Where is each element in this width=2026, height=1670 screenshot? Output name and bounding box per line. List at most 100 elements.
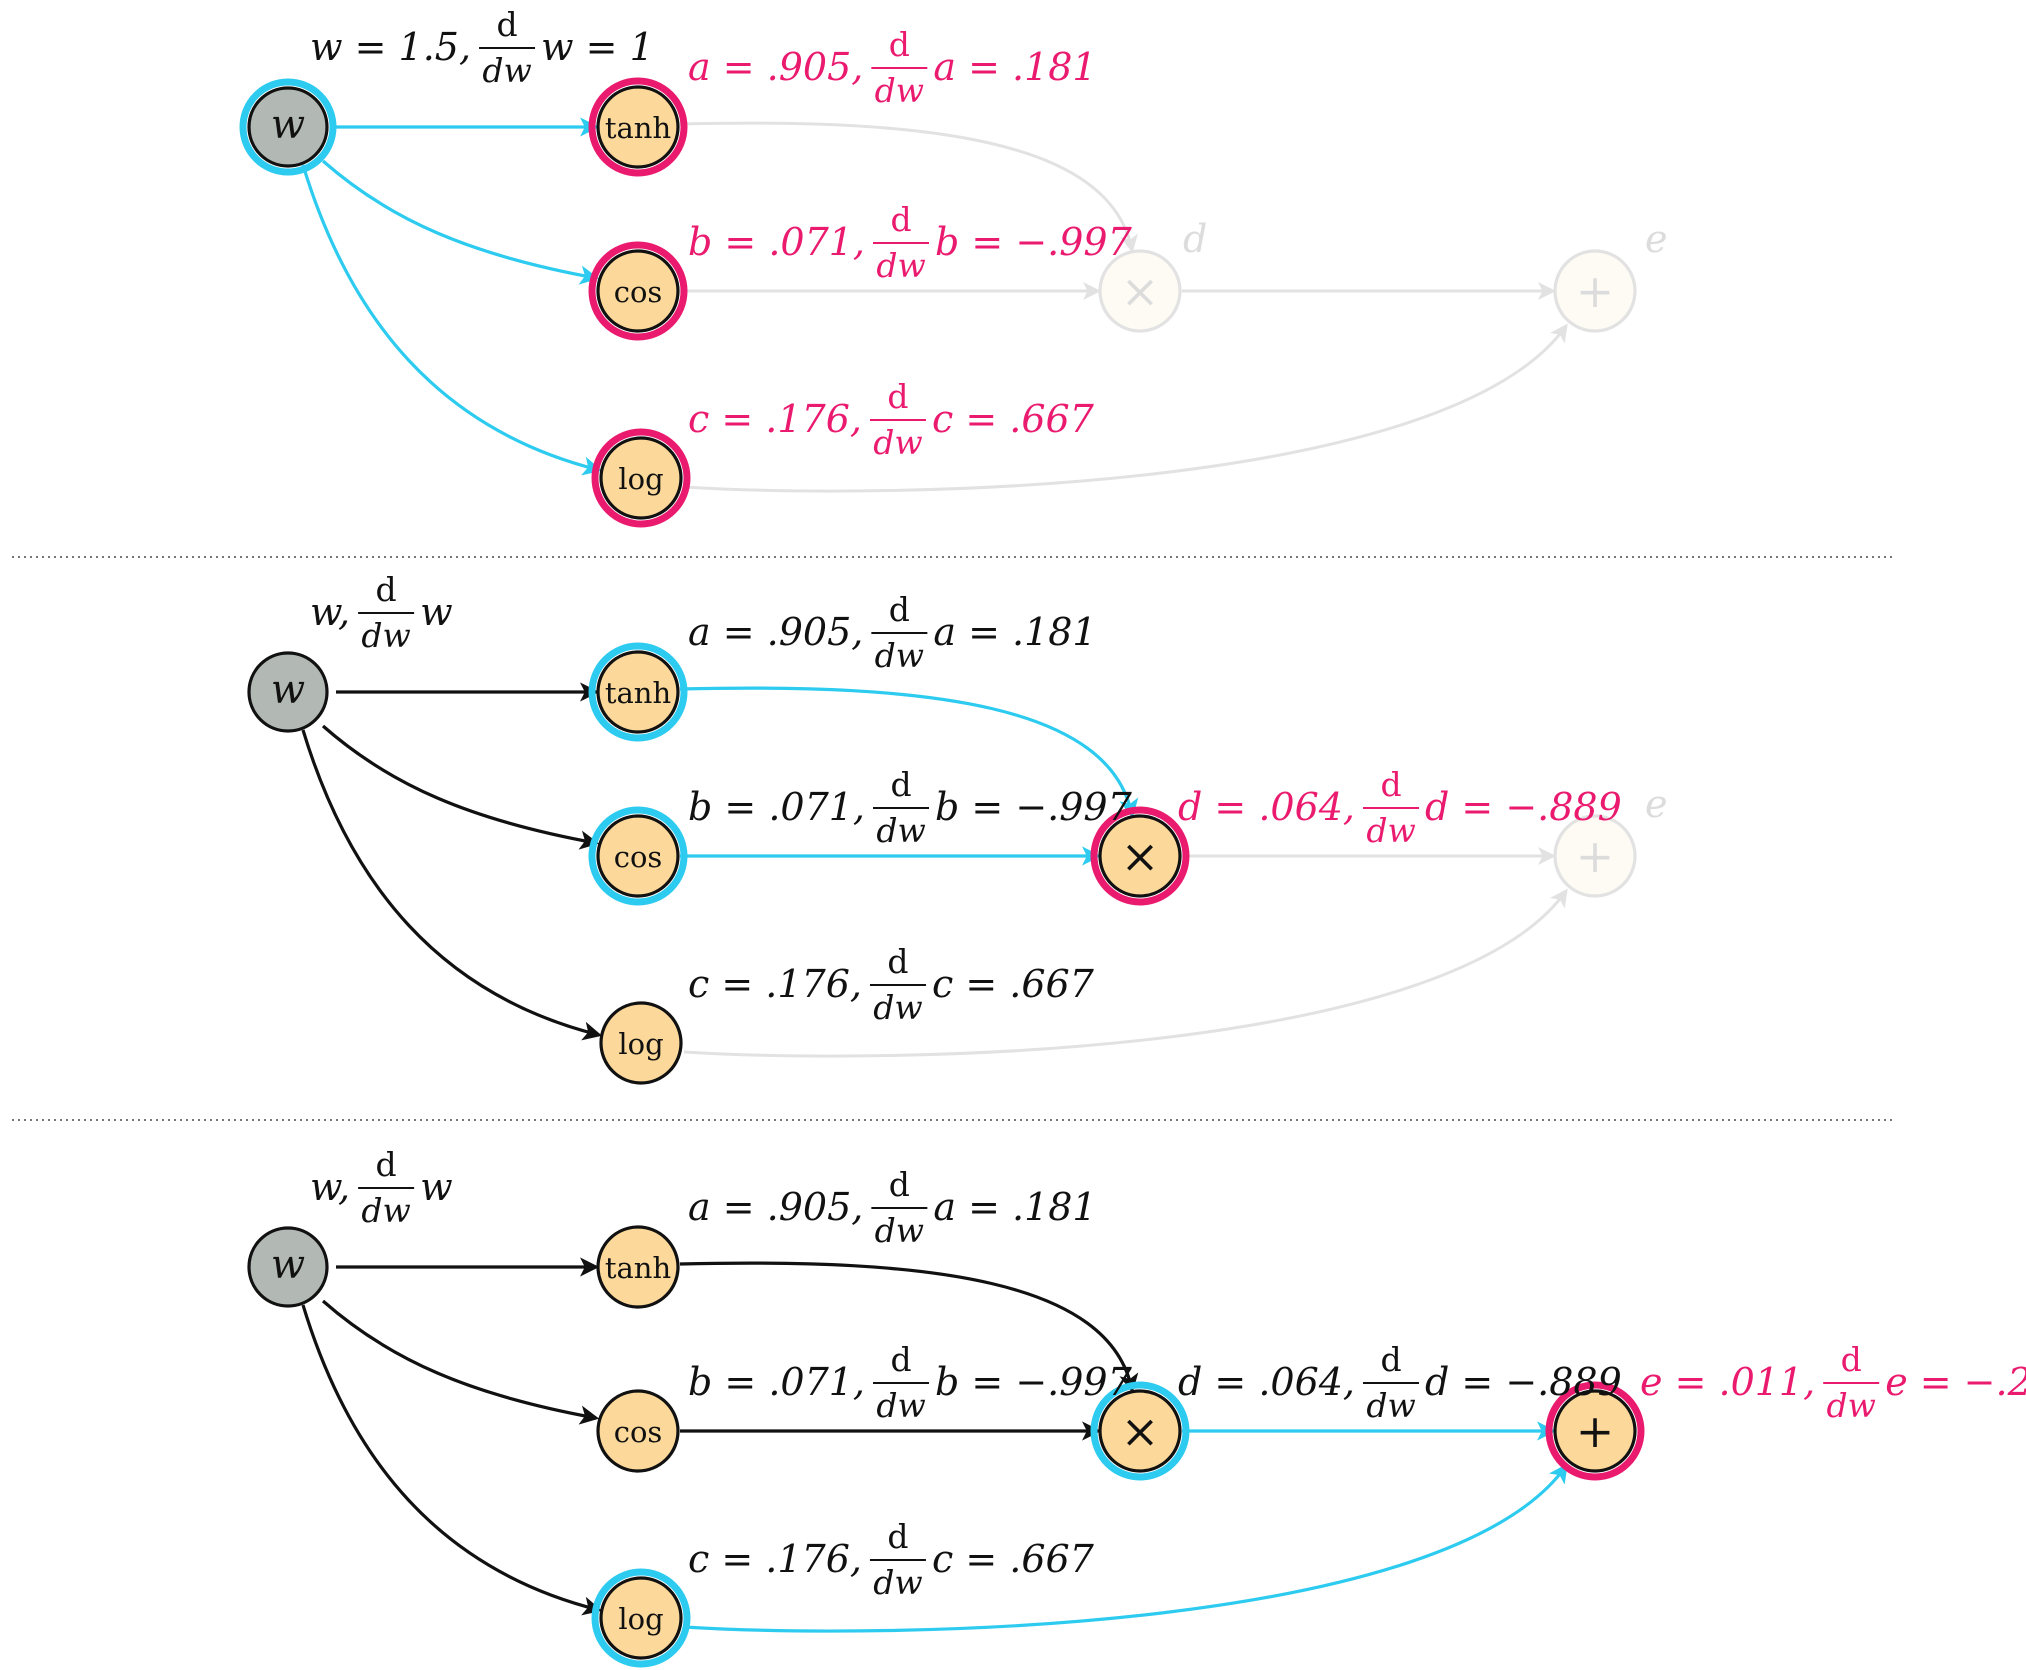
edge-w-cos bbox=[321, 724, 600, 850]
label-a-deriv-numerator: d bbox=[889, 590, 910, 629]
node-name-e: e bbox=[1645, 782, 1668, 826]
label-c-value: c = .176, bbox=[688, 962, 862, 1006]
label-a-deriv-denominator: dw bbox=[875, 636, 924, 675]
node-log: log bbox=[591, 1568, 691, 1668]
node-w-label: w bbox=[271, 667, 305, 713]
label-e-derivative: e = −.222 bbox=[1885, 1360, 2026, 1404]
label-w-value: w, bbox=[310, 1165, 350, 1209]
node-log-circle bbox=[599, 1001, 683, 1085]
edge-tanh-mul bbox=[679, 1261, 1139, 1394]
node-w-label: w bbox=[271, 1242, 305, 1288]
node-tanh-ring bbox=[588, 77, 688, 177]
node-cos-ring bbox=[588, 806, 688, 906]
node-tanh-circle bbox=[596, 650, 680, 734]
label-c-derivative: c = .667 bbox=[932, 1537, 1095, 1581]
edge-w-log bbox=[301, 729, 603, 1041]
node-w-label: w bbox=[271, 102, 305, 148]
label-b-deriv-numerator: d bbox=[890, 765, 911, 804]
node-add: + bbox=[1545, 1381, 1645, 1481]
node-add-label: + bbox=[1576, 1404, 1615, 1458]
node-cos: cos bbox=[588, 806, 688, 906]
label-w-deriv-denominator: dw bbox=[361, 616, 410, 655]
label-w-deriv-denominator: dw bbox=[361, 1191, 410, 1230]
node-mul-label: × bbox=[1121, 1404, 1160, 1458]
node-add-label: + bbox=[1576, 829, 1615, 883]
label-b-derivative: b = −.997 bbox=[935, 220, 1133, 264]
label-d-deriv-numerator: d bbox=[1380, 765, 1401, 804]
node-log-ring bbox=[591, 1568, 691, 1668]
node-w-circle bbox=[247, 651, 329, 733]
edge-w-cos bbox=[321, 1299, 600, 1425]
label-e-value: e = .011, bbox=[1640, 1360, 1815, 1404]
label-c-deriv-denominator: dw bbox=[873, 1563, 922, 1602]
node-log-circle bbox=[599, 1576, 683, 1660]
node-cos: cos bbox=[588, 241, 688, 341]
node-log-circle bbox=[599, 436, 683, 520]
label-c-deriv-numerator: d bbox=[887, 942, 908, 981]
node-mul-ring bbox=[1090, 806, 1190, 906]
label-c-deriv-denominator: dw bbox=[873, 988, 922, 1027]
node-tanh-label: tanh bbox=[605, 676, 671, 710]
node-add-circle bbox=[1553, 249, 1637, 333]
label-d-derivative: d = −.889 bbox=[1425, 785, 1622, 829]
label-e-deriv-numerator: d bbox=[1841, 1340, 1862, 1379]
node-w-circle bbox=[247, 1226, 329, 1308]
node-w: w bbox=[247, 1226, 329, 1308]
label-e-deriv-denominator: dw bbox=[1827, 1386, 1876, 1425]
label-b-deriv-numerator: d bbox=[890, 1340, 911, 1379]
value-label-w: w, d dww bbox=[310, 1145, 453, 1230]
node-mul-circle bbox=[1098, 1389, 1182, 1473]
label-w-deriv-numerator: d bbox=[376, 570, 397, 609]
label-c-deriv-denominator: dw bbox=[873, 423, 922, 462]
label-c-deriv-numerator: d bbox=[887, 1517, 908, 1556]
label-w-deriv-numerator: d bbox=[376, 1145, 397, 1184]
node-w: w bbox=[247, 651, 329, 733]
node-tanh: tanh bbox=[588, 642, 688, 742]
node-mul: × bbox=[1090, 806, 1190, 906]
edge-w-cos bbox=[321, 159, 600, 285]
node-tanh-ring bbox=[588, 642, 688, 742]
label-d-deriv-numerator: d bbox=[1380, 1340, 1401, 1379]
node-tanh: tanh bbox=[596, 1225, 680, 1309]
label-c-derivative: c = .667 bbox=[932, 962, 1095, 1006]
edge-log-add bbox=[683, 323, 1568, 493]
node-w-circle bbox=[247, 86, 329, 168]
node-mul-ring bbox=[1090, 1381, 1190, 1481]
value-label-c: c = .176, d dw c = .667 bbox=[688, 377, 1095, 462]
label-b-value: b = .071, bbox=[688, 785, 865, 829]
label-a-value: a = .905, bbox=[688, 1185, 863, 1229]
node-add-ring bbox=[1545, 1381, 1645, 1481]
node-cos-label: cos bbox=[614, 1415, 663, 1449]
label-w-derivative: w = 1 bbox=[541, 25, 654, 69]
label-c-value: c = .176, bbox=[688, 397, 862, 441]
label-c-value: c = .176, bbox=[688, 1537, 862, 1581]
label-b-deriv-denominator: dw bbox=[876, 246, 925, 285]
label-a-deriv-numerator: d bbox=[889, 25, 910, 64]
label-c-derivative: c = .667 bbox=[932, 397, 1095, 441]
label-c-deriv-numerator: d bbox=[887, 377, 908, 416]
node-tanh: tanh bbox=[588, 77, 688, 177]
label-b-derivative: b = −.997 bbox=[935, 1360, 1133, 1404]
label-a-deriv-denominator: dw bbox=[875, 71, 924, 110]
node-add: + bbox=[1553, 249, 1637, 333]
label-w-derivative: w bbox=[420, 1165, 453, 1209]
label-d-value: d = .064, bbox=[1178, 1360, 1355, 1404]
node-log: log bbox=[599, 1001, 683, 1085]
node-cos-circle bbox=[596, 249, 680, 333]
node-tanh-circle bbox=[596, 1225, 680, 1309]
label-a-deriv-numerator: d bbox=[889, 1165, 910, 1204]
label-w-derivative: w bbox=[420, 590, 453, 634]
edge-log-add bbox=[683, 888, 1568, 1058]
node-cos-ring bbox=[588, 241, 688, 341]
label-a-derivative: a = .181 bbox=[933, 45, 1096, 89]
node-add-circle bbox=[1553, 1389, 1637, 1473]
